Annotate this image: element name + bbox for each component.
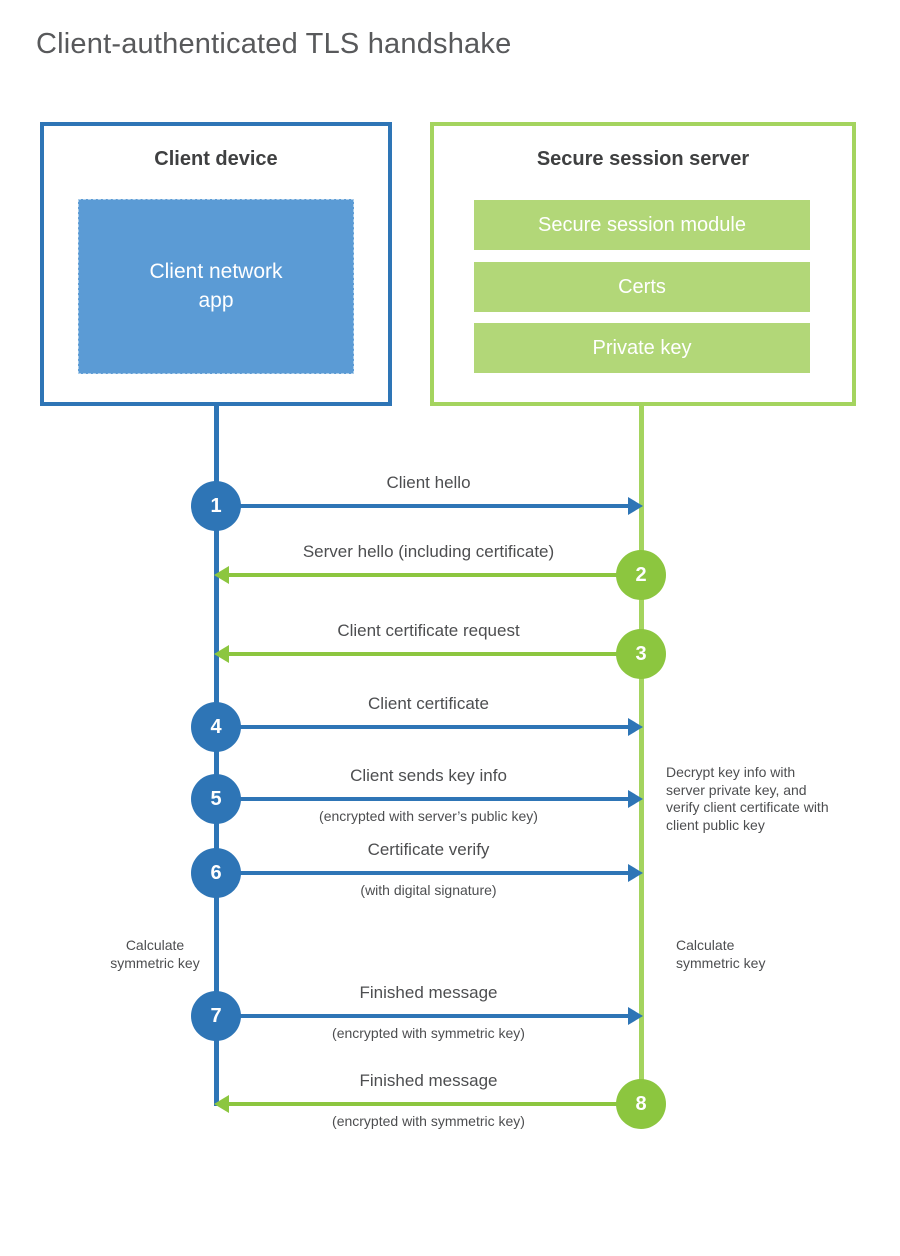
page-title: Client-authenticated TLS handshake xyxy=(36,28,512,60)
step-circle: 8 xyxy=(616,1079,666,1129)
calculate-symmetric-key-server: Calculate symmetric key xyxy=(676,937,766,971)
message-label: Finished message xyxy=(359,1071,498,1090)
message-sublabel: (encrypted with symmetric key) xyxy=(332,1025,525,1041)
message-sublabel: (encrypted with server’s public key) xyxy=(319,808,538,824)
step-circle: 5 xyxy=(191,774,241,824)
server-module-bar: Secure session module xyxy=(474,200,810,250)
arrow-head-left-icon xyxy=(214,566,229,584)
arrow-line-right xyxy=(216,504,629,508)
server-lifeline xyxy=(639,406,644,1106)
step-circle: 7 xyxy=(191,991,241,1041)
step-circle: 4 xyxy=(191,702,241,752)
client-network-app-rect: Client network app xyxy=(78,199,354,374)
arrow-line-right xyxy=(216,1014,629,1018)
message-label: Server hello (including certificate) xyxy=(302,542,555,561)
arrow-line-right xyxy=(216,871,629,875)
message-label: Client certificate xyxy=(368,694,489,713)
step-circle: 1 xyxy=(191,481,241,531)
arrow-head-right-icon xyxy=(628,790,643,808)
server-certs-bar: Certs xyxy=(474,262,810,312)
arrow-line-right xyxy=(216,797,629,801)
arrow-head-left-icon xyxy=(214,645,229,663)
calculate-symmetric-key-client: Calculate symmetric key xyxy=(110,937,200,971)
message-label: Finished message xyxy=(359,983,498,1002)
step-circle: 3 xyxy=(616,629,666,679)
server-private-key-bar: Private key xyxy=(474,323,810,373)
message-sublabel: (encrypted with symmetric key) xyxy=(332,1113,525,1129)
message-sublabel: (with digital signature) xyxy=(360,882,497,898)
arrow-head-right-icon xyxy=(628,718,643,736)
client-lifeline xyxy=(214,406,219,1106)
arrow-line-left xyxy=(228,1102,641,1106)
message-label: Certificate verify xyxy=(367,840,490,859)
arrow-head-right-icon xyxy=(628,864,643,882)
arrow-head-right-icon xyxy=(628,497,643,515)
client-device-header: Client device xyxy=(154,148,278,170)
arrow-line-left xyxy=(228,652,641,656)
message-label: Client certificate request xyxy=(337,621,520,640)
client-network-app-label: Client network app xyxy=(149,260,283,312)
message-label: Client sends key info xyxy=(350,766,507,785)
arrow-line-left xyxy=(228,573,641,577)
arrow-head-left-icon xyxy=(214,1095,229,1113)
arrow-head-right-icon xyxy=(628,1007,643,1025)
arrow-line-right xyxy=(216,725,629,729)
message-label: Client hello xyxy=(386,473,471,492)
decrypt-note: Decrypt key info with server private key… xyxy=(666,764,829,833)
step-circle: 2 xyxy=(616,550,666,600)
step-circle: 6 xyxy=(191,848,241,898)
secure-session-server-header: Secure session server xyxy=(536,148,750,170)
